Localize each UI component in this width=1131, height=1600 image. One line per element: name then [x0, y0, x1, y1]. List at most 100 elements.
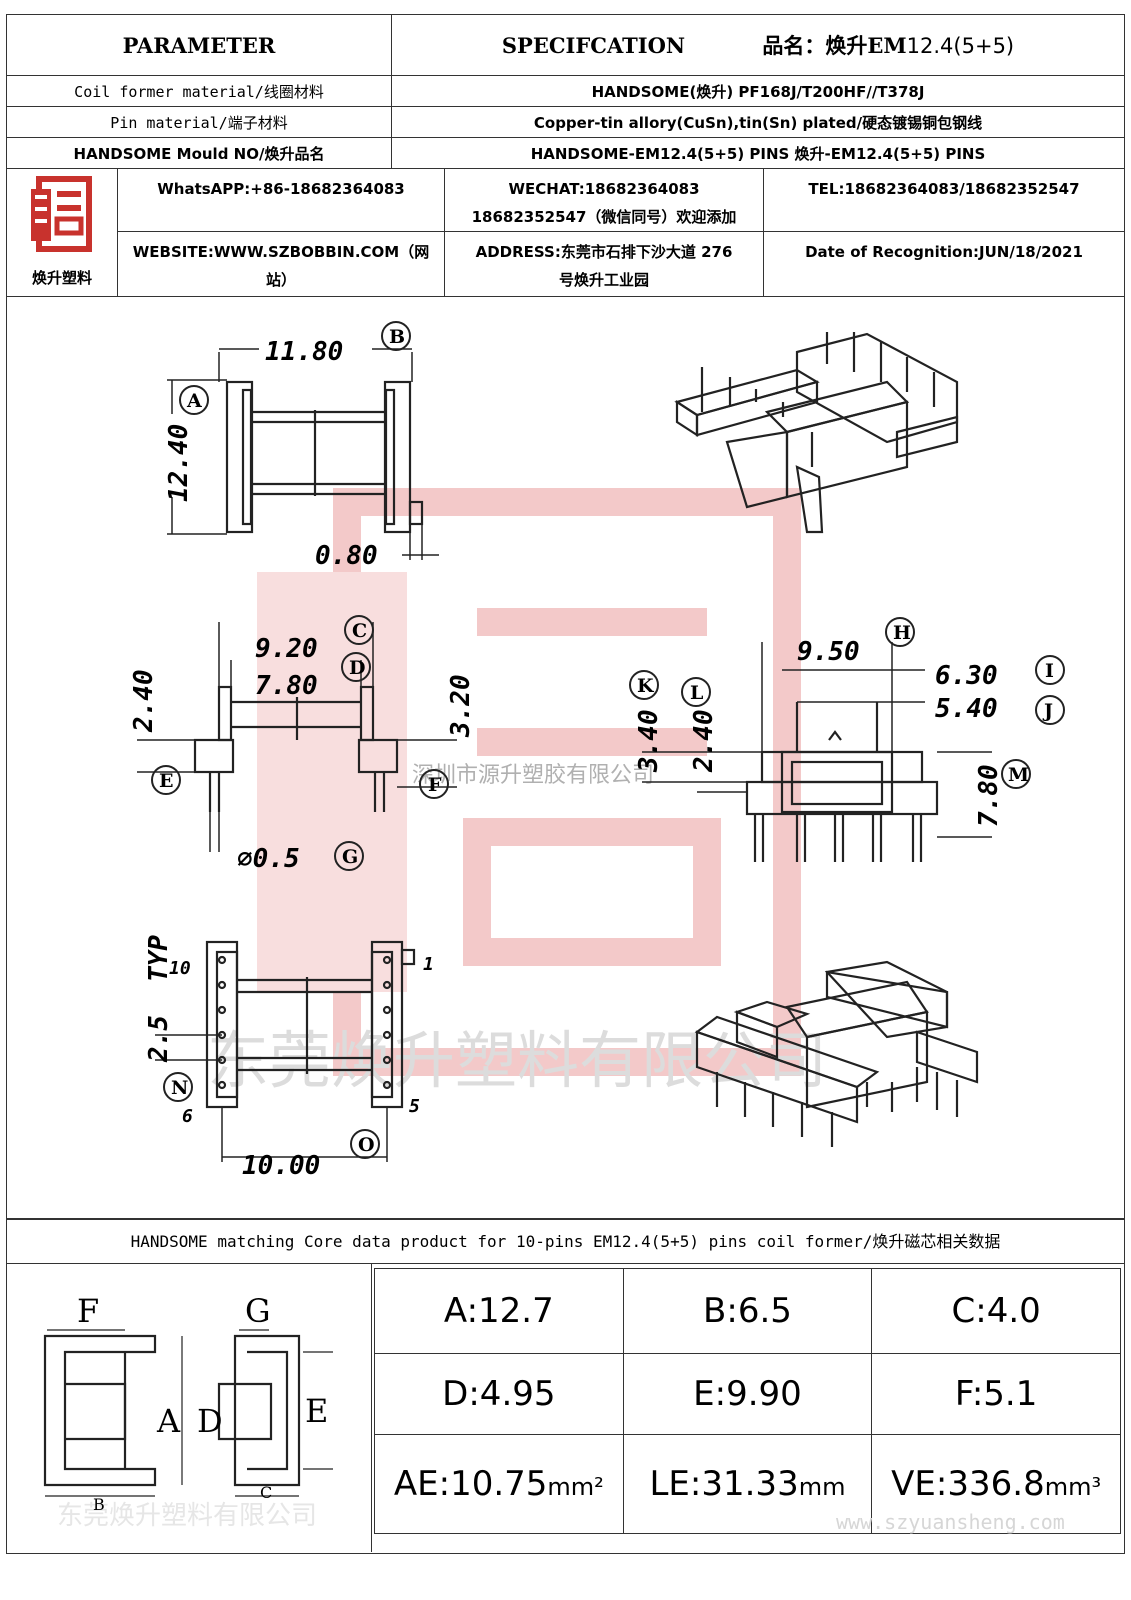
product-name-label: 品名：焕升 — [762, 33, 868, 58]
dim-5-40: 5.40 — [935, 694, 998, 724]
core-label-c: C — [260, 1483, 272, 1502]
ref-label-j: J — [1042, 700, 1053, 722]
core-value-f: F:5.1 — [871, 1353, 1121, 1435]
core-label-e: E — [305, 1392, 328, 1430]
ref-label-o: O — [358, 1134, 375, 1156]
core-value-text: D:4.95 — [442, 1374, 556, 1414]
spec-sheet: PARAMETER SPECIFCATION 品名：焕升EM12.4(5+5) … — [6, 14, 1125, 1554]
core-label-b: B — [93, 1495, 105, 1514]
core-data-box: 东莞焕升塑料有限公司 F G A D E B C — [6, 1264, 1125, 1554]
dim-10-00: 10.00 — [242, 1151, 320, 1181]
drawing-area: 深圳市源升塑胶有限公司 东莞焕升塑料有限公司 — [6, 292, 1125, 1219]
core-value-text: VE:336.8 — [891, 1464, 1045, 1504]
date-cell: Date of Recognition:JUN/18/2021 — [763, 231, 1125, 297]
product-name-em: EM — [867, 33, 907, 58]
website-line2: 站） — [265, 271, 296, 289]
core-value-unit: mm — [798, 1473, 846, 1501]
core-values-table: A:12.7 B:6.5 C:4.0 D:4.95 E:9.90 F:5.1 A… — [374, 1268, 1121, 1534]
core-value-le: LE:31.33mm — [622, 1434, 873, 1534]
ref-label-i: I — [1045, 660, 1054, 682]
dim-7-80: 7.80 — [255, 671, 318, 701]
core-label-f: F — [77, 1292, 99, 1330]
dim-12-40: 12.40 — [164, 424, 194, 502]
dim-2-5: 2.5 — [144, 1015, 174, 1063]
address-line2: 号焕升工业园 — [558, 271, 649, 289]
isometric-view-bottom — [694, 960, 979, 1147]
ref-label-a: A — [186, 390, 202, 412]
dim-0-80: 0.80 — [315, 541, 378, 571]
core-value-unit: mm³ — [1044, 1473, 1102, 1501]
pin-material-label: Pin material/端子材料 — [6, 106, 392, 138]
ref-label-e: E — [159, 770, 173, 792]
pin-number-1: 1 — [423, 954, 434, 975]
core-value-unit: mm² — [547, 1473, 604, 1501]
coil-material-value: HANDSOME(焕升) PF168J/T200HF//T378J — [391, 75, 1125, 107]
core-value-a: A:12.7 — [374, 1268, 624, 1354]
watermark-shenzhen: 深圳市源升塑胶有限公司 — [412, 763, 654, 788]
pin-number-5: 5 — [409, 1096, 420, 1117]
website-cell: WEBSITE:WWW.SZBOBBIN.COM（网 站） — [117, 231, 445, 297]
dim-3-40: 3.40 — [634, 709, 664, 773]
pin-number-10: 10 — [169, 958, 191, 979]
core-value-text: A:12.7 — [443, 1291, 554, 1331]
logo-caption: 焕升塑料 — [31, 269, 92, 287]
core-value-text: F:5.1 — [954, 1374, 1038, 1414]
tel-cell: TEL:18682364083/18682352547 — [763, 168, 1125, 232]
dim-7-80-side: 7.80 — [974, 764, 1004, 827]
ref-label-c: C — [352, 620, 367, 642]
core-value-text: AE:10.75 — [393, 1464, 548, 1504]
isometric-view-top — [674, 332, 959, 534]
pin-material-value: Copper-tin allory(CuSn),tin(Sn) plated/硬… — [391, 106, 1125, 138]
dim-11-80: 11.80 — [265, 337, 343, 367]
ref-label-l: L — [690, 682, 703, 704]
mould-no-label: HANDSOME Mould NO/焕升品名 — [6, 137, 392, 169]
core-label-a: A — [156, 1402, 181, 1440]
pin-number-6: 6 — [182, 1106, 193, 1127]
ref-label-f: F — [428, 774, 442, 796]
ref-label-g: G — [342, 846, 358, 868]
wechat-line1: WECHAT:18682364083 — [508, 180, 700, 198]
core-value-text: LE:31.33 — [649, 1464, 799, 1504]
watermark-logo — [257, 488, 801, 1076]
technical-drawing: 深圳市源升塑胶有限公司 东莞焕升塑料有限公司 — [129, 321, 1065, 1181]
front-view — [137, 622, 457, 852]
core-value-text: E:9.90 — [693, 1374, 802, 1414]
mould-no-value: HANDSOME-EM12.4(5+5) PINS 焕升-EM12.4(5+5)… — [391, 137, 1125, 169]
core-diagram: 东莞焕升塑料有限公司 F G A D E B C — [43, 1292, 333, 1531]
core-value-b: B:6.5 — [622, 1268, 873, 1354]
watermark-url: www.szyuansheng.com — [836, 1510, 1065, 1534]
bottom-view — [155, 940, 416, 1162]
whatsapp-cell: WhatsAPP:+86-18682364083 — [117, 168, 445, 232]
company-logo — [31, 176, 92, 252]
core-divider — [371, 1264, 372, 1552]
core-label-g: G — [245, 1292, 271, 1330]
side-view — [642, 642, 992, 862]
core-label-d: D — [197, 1402, 223, 1440]
top-view — [167, 348, 439, 560]
product-name-model: 12.4(5+5) — [906, 34, 1015, 58]
ref-label-n: N — [171, 1077, 188, 1099]
dim-typ: TYP — [144, 935, 174, 982]
core-watermark: 东莞焕升塑料有限公司 — [57, 1501, 317, 1531]
ref-label-k: K — [637, 675, 655, 697]
specification-label: SPECIFCATION — [501, 33, 686, 58]
ref-label-h: H — [893, 622, 911, 644]
ref-label-d: D — [349, 657, 365, 679]
dim-pin-diameter: ⌀0.5 — [237, 844, 300, 874]
dim-2-40-side: 2.40 — [689, 709, 719, 773]
address-line1: ADDRESS:东莞市石排下沙大道 276 — [475, 243, 733, 261]
logo-cell: 焕升塑料 — [6, 168, 118, 297]
dim-2-40-front: 2.40 — [129, 669, 159, 733]
core-value-c: C:4.0 — [871, 1268, 1121, 1354]
parameter-heading: PARAMETER — [6, 14, 392, 76]
address-cell: ADDRESS:东莞市石排下沙大道 276 号焕升工业园 — [444, 231, 764, 297]
watermark-dongguan: 东莞焕升塑料有限公司 — [207, 1024, 827, 1097]
core-value-text: B:6.5 — [703, 1291, 792, 1331]
parameter-table: PARAMETER SPECIFCATION 品名：焕升EM12.4(5+5) … — [6, 14, 1125, 169]
ref-label-b: B — [389, 326, 405, 348]
dim-9-20: 9.20 — [255, 634, 318, 664]
dim-6-30: 6.30 — [935, 661, 998, 691]
coil-material-label: Coil former material/线圈材料 — [6, 75, 392, 107]
dim-9-50: 9.50 — [797, 637, 860, 667]
website-line1: WEBSITE:WWW.SZBOBBIN.COM（网 — [132, 243, 430, 261]
